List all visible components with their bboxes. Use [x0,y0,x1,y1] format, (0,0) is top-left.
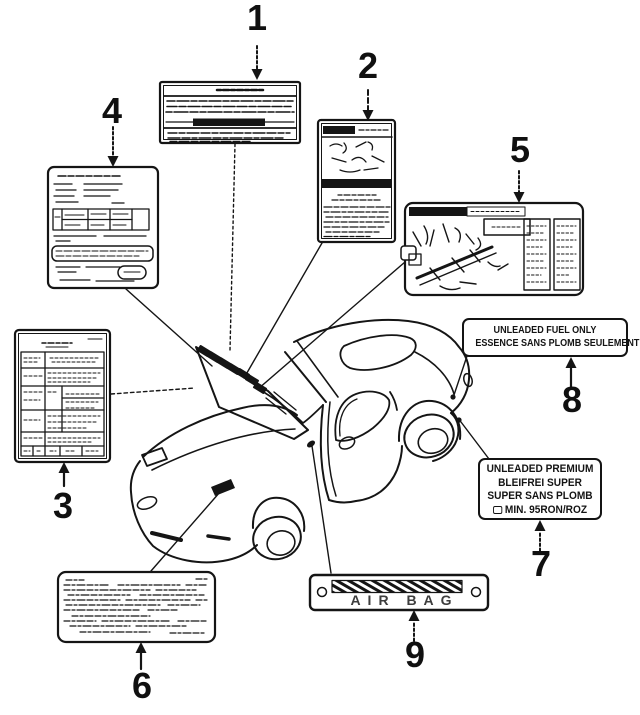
unleaded-fuel-label: UNLEADED FUEL ONLY ESSENCE SANS PLOMB SE… [462,318,640,357]
car-illustration [129,318,473,564]
front-face [129,460,258,564]
fuel-label-line2: ESSENCE SANS PLOMB SEULEMENT [475,337,640,349]
front-lamp [136,496,158,510]
airbag-label-text: AIR BAG [350,592,459,608]
door-window [334,390,391,442]
callout-number-4: 4 [101,90,123,131]
label-4-vehicle-info-label [46,165,160,290]
callout-number-2: 2 [357,45,379,86]
premium-fuel-line2: BLEIFREI SUPER [498,476,582,489]
door-sill-mark [306,440,316,448]
label-5-emission-vacuum-label [400,201,585,297]
fuel-door-leader-dot [450,394,456,400]
premium-fuel-line1: UNLEADED PREMIUM [486,463,594,475]
cowl [261,390,324,424]
label-2-diagram-scribbles [329,141,385,173]
rear-wheel-hub [417,427,449,455]
callout-number-5: 5 [509,129,531,170]
callout-number-1: 1 [246,0,268,38]
b-pillar [389,391,398,411]
vacuum-diagram-scribbles [412,223,509,291]
premium-fuel-line3: SUPER SANS PLOMB [487,490,593,502]
bumper-slot-1 [150,531,183,542]
plate-hole-left [316,586,328,598]
bumper-slot-2 [206,534,231,541]
rear-glass [339,334,417,371]
car-body-outline [129,318,473,564]
fuel-label-line1: UNLEADED FUEL ONLY [493,324,597,336]
plate-hole-right [470,586,482,598]
callout-number-9: 9 [404,634,426,675]
label-6-warning-text-label [56,570,217,644]
callout-arrows [58,45,577,671]
label-2-caution-label [316,118,397,244]
callout-number-6: 6 [131,665,153,706]
fuel-pump-icon [492,505,503,514]
callout-number-3: 3 [52,485,74,526]
front-wheel-hub [266,530,296,556]
callout-number-7: 7 [530,543,552,584]
label-1-caution-label [158,80,302,145]
rear-wheel-arch [397,399,462,442]
premium-fuel-line4: MIN. 95RON/ROZ [504,503,588,516]
deck-crease [414,351,455,395]
bumper-label-patch [211,479,235,496]
front-wheel [252,515,302,561]
open-hood-with-labels [195,344,309,440]
front-wheel-arch [251,496,306,532]
airbag-plate [308,573,490,612]
label-3-tire-info-label [13,328,112,464]
front-fender-top [142,404,298,458]
door-front-edge [319,404,330,501]
a-pillar [284,351,327,403]
hatched-bar [331,579,463,594]
hood-opening-crease [151,428,296,471]
side-mirror [338,436,356,450]
rear-wheel [403,413,455,459]
taillight [463,372,473,388]
popup-headlight [141,447,168,467]
callout-number-8: 8 [561,379,583,420]
premium-fuel-label: UNLEADED PREMIUM BLEIFREI SUPER SUPER SA… [478,458,602,520]
